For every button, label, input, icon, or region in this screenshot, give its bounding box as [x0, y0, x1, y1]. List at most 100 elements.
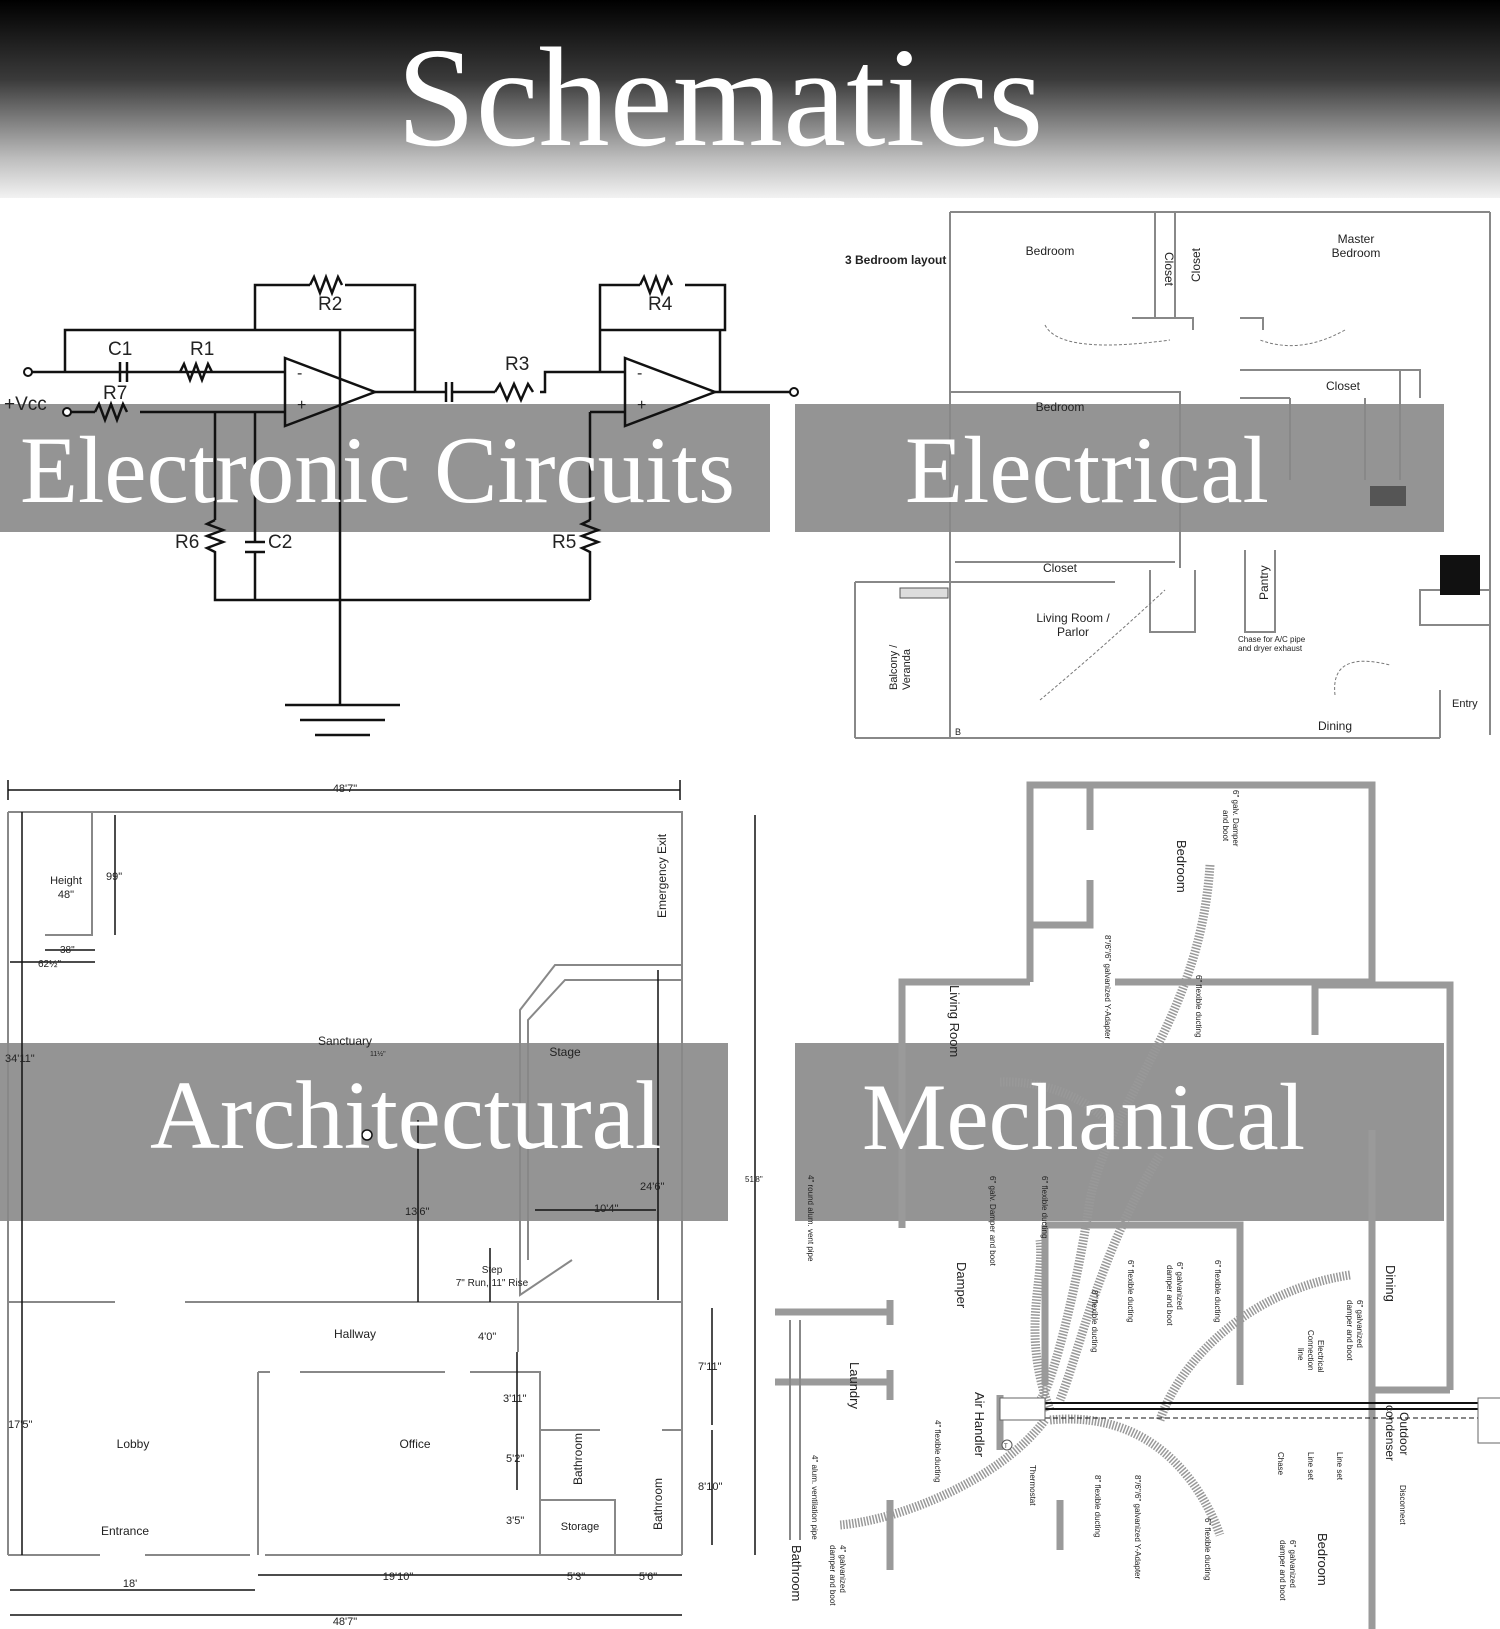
drawing-label: Veranda	[901, 648, 913, 690]
drawing-label: 6" flexible ducting	[1194, 975, 1203, 1037]
electronic-circuit-diagram: C1 R1 R2 R3 R4 R5 R6 R7 C2 +Vcc - + - +	[4, 273, 799, 737]
mechanical-hvac-plan: Bedroom 6" galv. Damper and boot 8"/6"/6…	[775, 781, 1500, 1629]
drawing-label: Entry	[1452, 698, 1478, 710]
label-c1: C1	[108, 339, 132, 360]
drawing-label: 3'11"	[503, 1393, 527, 1405]
drawing-label: and dryer exhaust	[1238, 644, 1303, 653]
drawing-label: 8" flexible ducting	[1090, 1290, 1099, 1352]
label-vcc: +Vcc	[4, 394, 47, 415]
drawing-label: 10'4"	[594, 1203, 618, 1215]
drawing-label: Bedroom	[1174, 840, 1189, 893]
drawing-label: 18'	[123, 1578, 137, 1590]
drawing-label: Air Handler	[972, 1392, 987, 1458]
drawing-label: 6" galv. Damper	[1231, 790, 1240, 847]
drawing-label: 48"	[58, 889, 74, 901]
drawing-label: Master	[1338, 232, 1375, 246]
drawing-label: 6" flexible ducting	[1203, 1518, 1212, 1580]
drawing-label: Line set	[1306, 1452, 1315, 1481]
drawing-label: damper and boot	[828, 1545, 837, 1606]
drawing-label: Laundry	[847, 1362, 862, 1409]
opamp2-minus: -	[637, 365, 642, 382]
opamp1-plus: +	[297, 397, 306, 414]
drawing-label: 5'2"	[506, 1453, 524, 1465]
drawing-label: 4'0"	[478, 1331, 496, 1343]
label-r1: R1	[190, 339, 214, 360]
drawing-label: Parlor	[1057, 625, 1089, 639]
architectural-floor-plan: 48'7" 48'7" 34'11" 51'8" Height 48" 99" …	[5, 780, 763, 1628]
drawing-label: Chase for A/C pipe	[1238, 635, 1306, 644]
drawing-label: Bathroom	[789, 1545, 804, 1601]
drawing-label: Outdoor	[1397, 1412, 1411, 1455]
drawing-label: Stage	[549, 1045, 581, 1059]
drawing-label: 6" flexible ducting	[1213, 1260, 1222, 1322]
drawing-label: Bedroom	[1026, 244, 1075, 258]
drawing-label: Office	[399, 1437, 430, 1451]
drawing-label: Chase	[1276, 1452, 1285, 1476]
drawing-label: Storage	[561, 1521, 600, 1533]
label-r3: R3	[505, 354, 529, 375]
drawing-label: Bathroom	[571, 1433, 585, 1485]
drawing-label: Dining	[1318, 719, 1352, 733]
drawing-label: 8"/6"/6" galvanized Y-Adapter	[1133, 1475, 1142, 1579]
drawing-label: Lobby	[117, 1437, 150, 1451]
drawing-label: Balcony /	[888, 644, 900, 690]
drawing-label: Emergency Exit	[655, 833, 669, 918]
drawing-label: Bathroom	[651, 1478, 665, 1530]
electrical-floor-plan: 3 Bedroom layout Bedroom Bedroom Master …	[845, 211, 1491, 739]
drawing-label: 48'7"	[333, 1616, 357, 1628]
label-r5: R5	[552, 532, 576, 553]
drawing-label: and boot	[1221, 810, 1230, 842]
drawing-label: 7" Run, 11" Rise	[456, 1278, 529, 1289]
drawing-label: 6" galvanized	[1288, 1540, 1297, 1588]
drawing-label: Closet	[1162, 252, 1176, 287]
drawing-label: Dining	[1383, 1265, 1398, 1302]
drawing-label: 34'11"	[5, 1053, 35, 1065]
label-r2: R2	[318, 294, 342, 315]
drawing-label: 4" galvanized	[838, 1545, 847, 1593]
opamp2-plus: +	[637, 397, 646, 414]
drawing-label: 51'8"	[745, 1175, 763, 1184]
drawing-label: Bedroom	[1036, 400, 1085, 414]
label-r4: R4	[648, 294, 673, 315]
drawing-label: 62½"	[38, 959, 61, 970]
drawing-label: 6" galvanized	[1355, 1300, 1364, 1348]
drawing-label: Closet	[1189, 247, 1203, 282]
drawing-label: 7'11"	[698, 1361, 722, 1373]
drawing-label: 5'3"	[567, 1571, 585, 1583]
drawing-label: 6" flexible ducting	[1040, 1176, 1049, 1238]
drawing-label: damper and boot	[1278, 1540, 1287, 1601]
opamp1-minus: -	[297, 365, 302, 382]
drawing-label: Disconnect	[1398, 1485, 1407, 1525]
drawing-label: 4" alum. ventilation pipe	[810, 1455, 819, 1540]
drawing-label: Closet	[1043, 561, 1078, 575]
drawing-label: Connection	[1306, 1330, 1315, 1370]
drawing-label: T	[1004, 1444, 1008, 1450]
drawing-label: Line set	[1335, 1452, 1344, 1481]
section-band-electrical	[795, 404, 1444, 532]
drawing-label: 5'6"	[639, 1571, 657, 1583]
drawing-label: line	[1296, 1348, 1305, 1361]
drawing-label: Damper	[954, 1262, 969, 1309]
drawing-label: Thermostat	[1028, 1465, 1037, 1506]
drawing-label: Step	[482, 1265, 503, 1276]
drawing-label: 8"/6"/6" galvanized Y-Adapter	[1103, 935, 1112, 1039]
section-band-electronic-circuits	[0, 404, 770, 532]
drawing-label: 8" flexible ducting	[1093, 1475, 1102, 1537]
drawing-label: B	[955, 727, 961, 737]
label-r6: R6	[175, 532, 199, 553]
drawing-label: 13'6"	[405, 1206, 429, 1218]
drawing-label: damper and boot	[1165, 1265, 1174, 1326]
drawing-label: 6" galv. Damper and boot	[988, 1176, 997, 1267]
drawing-label: Living Room	[947, 985, 962, 1057]
drawing-label: 38"	[60, 945, 75, 956]
drawing-label: Entrance	[101, 1524, 149, 1538]
header-banner: Schematics	[0, 0, 1500, 198]
drawing-label: 3'5"	[506, 1515, 524, 1527]
drawing-label: 11½"	[370, 1050, 386, 1058]
drawing-label: Sanctuary	[318, 1034, 372, 1048]
drawing-label: Electrical	[1316, 1340, 1325, 1373]
drawing-label: damper and boot	[1345, 1300, 1354, 1361]
label-r7: R7	[103, 383, 127, 404]
drawing-label: Living Room /	[1036, 611, 1110, 625]
drawing-label: 3 Bedroom layout	[845, 253, 946, 267]
